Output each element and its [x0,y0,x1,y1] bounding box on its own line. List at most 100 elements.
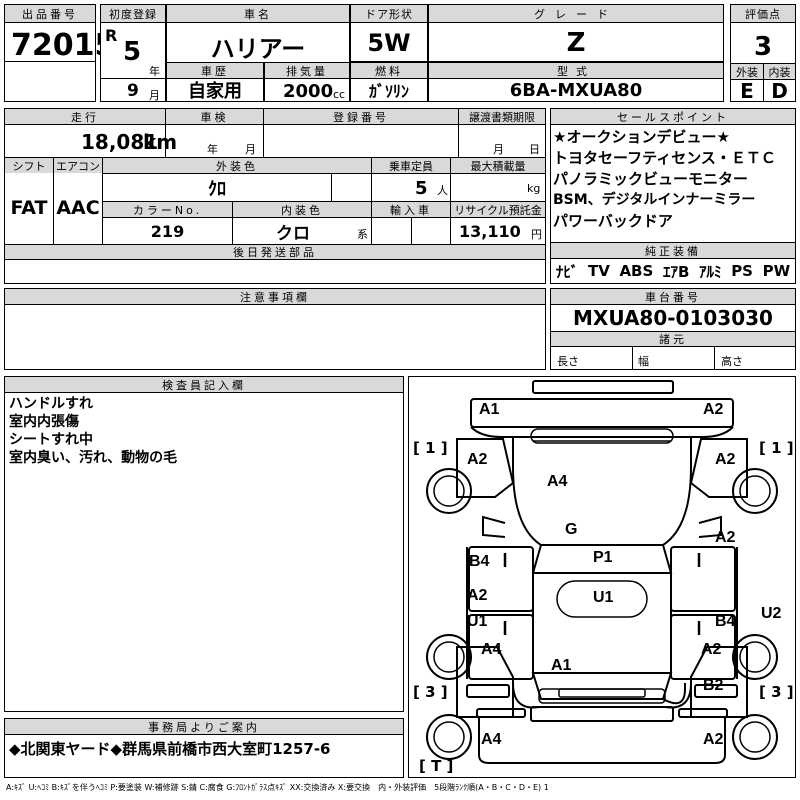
listing-number-header: 出品番号 [5,5,95,22]
vehicle-history: 自家用 [188,81,242,102]
capacity-header: 乗車定員 [372,158,450,173]
office-header: 事務局よりご案内 [5,719,403,734]
door-type: 5W [367,29,411,57]
mark-windshield: G [565,521,578,538]
maxload-unit: kg [527,182,541,195]
displacement-box: 排気量 2000 cc [264,62,350,102]
mark-front-right: A2 [703,401,724,418]
inspection-month-unit: 月 [245,143,256,156]
mark-trunk: A1 [551,657,572,674]
office-notice: ◆北関東ヤード◆群馬県前橋市西大室町1257-6 [9,739,331,758]
equipment-item: TV [587,262,610,280]
inspector-note: 室内臭い、汚れ、動物の毛 [9,450,178,466]
regno-header: 登録番号 [264,109,458,124]
mark-rear-right: B2 [703,677,724,694]
chassis-box: 車台番号 MXUA80-0103030 諸元 長さ 幅 高さ [550,288,796,370]
sales-points-header: セールスポイント [551,109,795,124]
mark-front-left: A1 [479,401,500,418]
int-header: 内装 [764,64,795,79]
door-type-header: ドア形状 [351,5,427,22]
mark-roof: P1 [593,549,613,566]
era-label: R [105,26,118,45]
mark-quarter-left: A4 [481,641,502,658]
inspection-year-unit: 年 [207,143,218,156]
damage-diagram-box: [ 1 ] [ 1 ] [ 3 ] [ 3 ] [ T ] A1 A2 A2 A… [408,376,796,778]
legend-text: A:ｷｽﾞ U:ﾍｺﾐ B:ｷｽﾞを伴うﾍｺﾐ P:要塗装 W:補修跡 S:錆 … [6,783,549,792]
displacement-unit: cc [333,88,346,101]
capacity: 5 [415,177,428,199]
mark-front-door-left: B4 [469,553,490,570]
air-conditioner: AAC [56,197,100,219]
mark-sill-left: A2 [467,587,488,604]
recycle-header: リサイクル預託金 [451,202,545,217]
fuel-box: 燃料 ｶﾞｿﾘﾝ [350,62,428,102]
mileage-header: 走行 [5,109,165,124]
registration-month: 9 [127,81,139,101]
grade-box: グレード Z [428,4,724,62]
sales-points-list: ★オークションデビュー★ トヨタセーフティセンス・ＥＴＣ パノラミックビューモニ… [553,127,776,232]
caution-header: 注意事項欄 [5,289,545,304]
history-header: 車歴 [167,63,263,78]
equipment-item: PW [762,262,791,280]
score-box: 評価点 3 外装 内装 E D [730,4,796,103]
color-number: 219 [150,221,185,241]
inspection-header: 車検 [166,109,263,124]
car-name-header: 車名 [167,5,349,22]
exterior-grade: E [740,78,754,103]
mark-rear-door-right: B4 [715,613,736,630]
chassis-header: 車台番号 [551,289,795,304]
displacement: 2000 [283,80,334,102]
bracket-left-rear: [ 3 ] [413,683,448,701]
equipment-header: 純正装備 [551,243,795,258]
car-name: ハリアー [210,34,306,63]
chassis-number: MXUA80-0103030 [573,306,773,330]
ext-header: 外装 [731,64,763,79]
capacity-unit: 人 [437,184,448,197]
maxload-header: 最大積載量 [451,158,545,173]
model-box: 型式 6BA-MXUA80 [428,62,724,102]
listing-number-box: 出品番号 72015 [4,4,115,102]
inspector-notes-header: 検査員記入欄 [5,377,403,392]
model-code: 6BA-MXUA80 [509,79,643,101]
transfer-header: 譲渡書類期限 [459,109,545,124]
mileage-unit: km [143,130,178,154]
transfer-day-unit: 日 [529,143,540,156]
history-box: 車歴 自家用 [166,62,264,102]
length-label: 長さ [557,355,579,368]
transfer-month-unit: 月 [493,143,504,156]
inspector-note: 室内内張傷 [9,414,79,430]
year-unit: 年 [149,65,160,78]
displacement-header: 排気量 [265,63,349,78]
mark-front-door-right: A2 [715,529,736,546]
bracket-left-front: [ 1 ] [413,439,448,457]
interior-grade: D [771,78,788,103]
shift: FAT [10,197,48,219]
month-unit: 月 [149,89,160,102]
bracket-trunk: [ T ] [419,757,454,775]
mark-hood: A4 [547,473,568,490]
interior-color: クロ [276,223,310,244]
score-header: 評価点 [731,5,795,22]
intcolor-header: 内装色 [233,202,371,217]
sales-point: BSM、デジタルインナーミラー [553,192,756,208]
bracket-right-rear: [ 3 ] [759,683,794,701]
door-type-box: ドア形状 5W [350,4,428,62]
car-outline-diagram [426,380,778,764]
inspector-notes-box: 検査員記入欄 ハンドルすれ 室内内張傷 シートすれ中 室内臭い、汚れ、動物の毛 [4,376,404,712]
caution-box: 注意事項欄 [4,288,546,370]
registration-year: 5 [123,37,142,67]
equipment-item: ABS [619,262,654,280]
height-label: 高さ [721,355,743,368]
sales-point: トヨタセーフティセンス・ＥＴＣ [553,149,776,167]
first-registration-header: 初度登録 [101,5,165,22]
interior-color-unit: 系 [357,228,368,241]
equipment-item: PS [731,262,753,280]
equipment-item: ｱﾙﾐ [699,262,722,281]
first-registration-box: 初度登録 R 5 年 9 月 [100,4,166,102]
fuel: ｶﾞｿﾘﾝ [368,82,409,101]
mileage: 18,081 [81,130,159,154]
later-parts-header: 後日発送部品 [5,245,545,259]
colorno-header: カラーNo. [103,202,232,217]
mark-fender-left: A2 [467,451,488,468]
office-box: 事務局よりご案内 ◆北関東ヤード◆群馬県前橋市西大室町1257-6 [4,718,404,778]
